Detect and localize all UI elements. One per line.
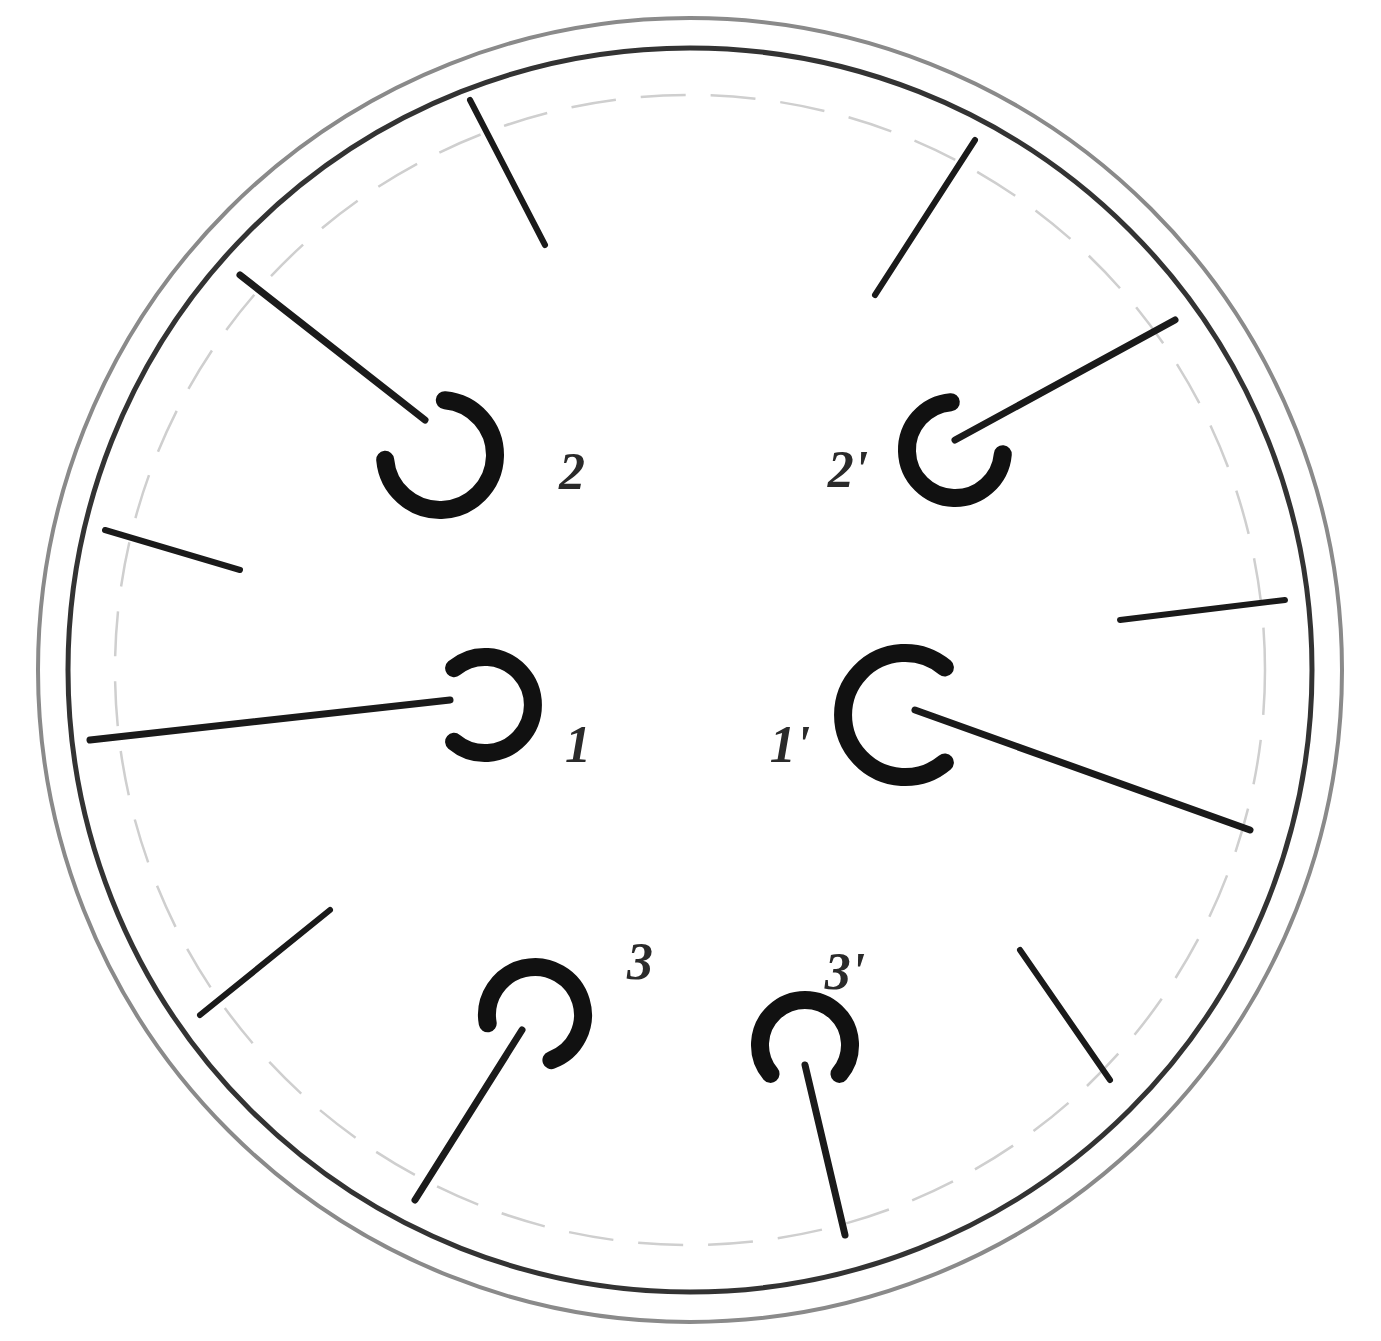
c-hook [760,1000,850,1074]
callout-number: 2' [828,444,868,496]
inner-wall [68,48,1312,1292]
long-septum [415,1030,522,1200]
hooks [385,400,1003,1074]
callout-number: 3' [825,946,865,998]
c-hook [487,967,583,1060]
c-hook [385,400,495,510]
outer-wall [38,18,1342,1322]
callout-number: 2 [559,446,585,498]
long-septum [955,320,1175,440]
c-hook [454,657,533,753]
long-septum [90,700,450,740]
short-septum [1120,600,1285,620]
c-hook [907,402,1003,498]
callout-number: 1' [770,719,810,771]
short-septum [875,140,975,295]
long-septum [240,275,425,420]
callout-number: 1 [565,719,591,771]
short-septum [105,530,240,570]
septa [90,100,1285,1235]
short-septum [200,910,330,1015]
short-septum [470,100,545,245]
faint-chamber-outline [115,95,1265,1245]
long-septum [805,1065,845,1235]
long-septum [915,710,1250,830]
callout-number: 3 [627,936,653,988]
short-septum [1020,950,1110,1080]
c-hook [843,653,945,777]
